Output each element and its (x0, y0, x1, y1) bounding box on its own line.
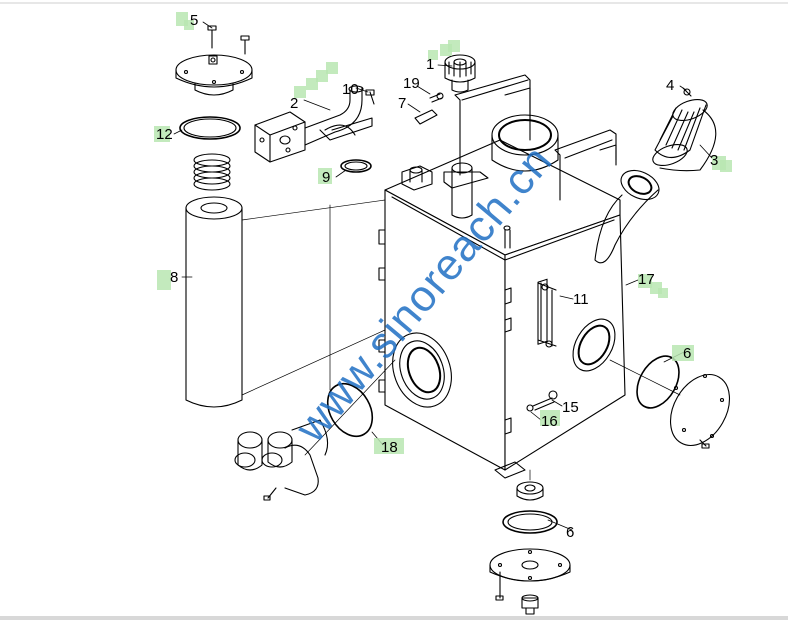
callout-5: 5 (190, 12, 198, 29)
suction-pipe (443, 162, 511, 249)
callout-16: 16 (541, 413, 558, 430)
callout-11: 11 (573, 291, 589, 308)
tank-body (378, 139, 626, 479)
filter-element (185, 196, 243, 408)
callout-2: 2 (290, 95, 298, 112)
callout-7: 7 (398, 95, 406, 112)
callout-17: 17 (638, 271, 655, 288)
filler-port (491, 114, 559, 172)
side-cover (669, 373, 731, 446)
bottom-drain-stack (489, 481, 571, 615)
callout-4: 4 (666, 77, 674, 94)
filter-cover (175, 54, 253, 96)
callout-10: 10 (342, 81, 359, 98)
breather-cap (444, 54, 476, 93)
callout-18: 18 (381, 439, 398, 456)
filter-spring (193, 153, 231, 191)
callout-highlights (154, 12, 732, 454)
return-filter (652, 98, 717, 172)
suction-flange (234, 419, 329, 496)
callout-9: 9 (322, 169, 330, 186)
callout-1: 1 (426, 56, 434, 73)
callout-8: 8 (170, 269, 178, 286)
return-pipe (594, 169, 660, 264)
callout-19: 19 (403, 75, 420, 92)
elbow-pipe (254, 85, 373, 163)
callout-15: 15 (562, 399, 579, 416)
callout-6-right: 6 (683, 345, 691, 362)
callout-3: 3 (710, 152, 718, 169)
callout-12: 12 (156, 126, 173, 143)
bottom-border (0, 616, 788, 620)
callout-6-bottom: 6 (566, 524, 574, 541)
